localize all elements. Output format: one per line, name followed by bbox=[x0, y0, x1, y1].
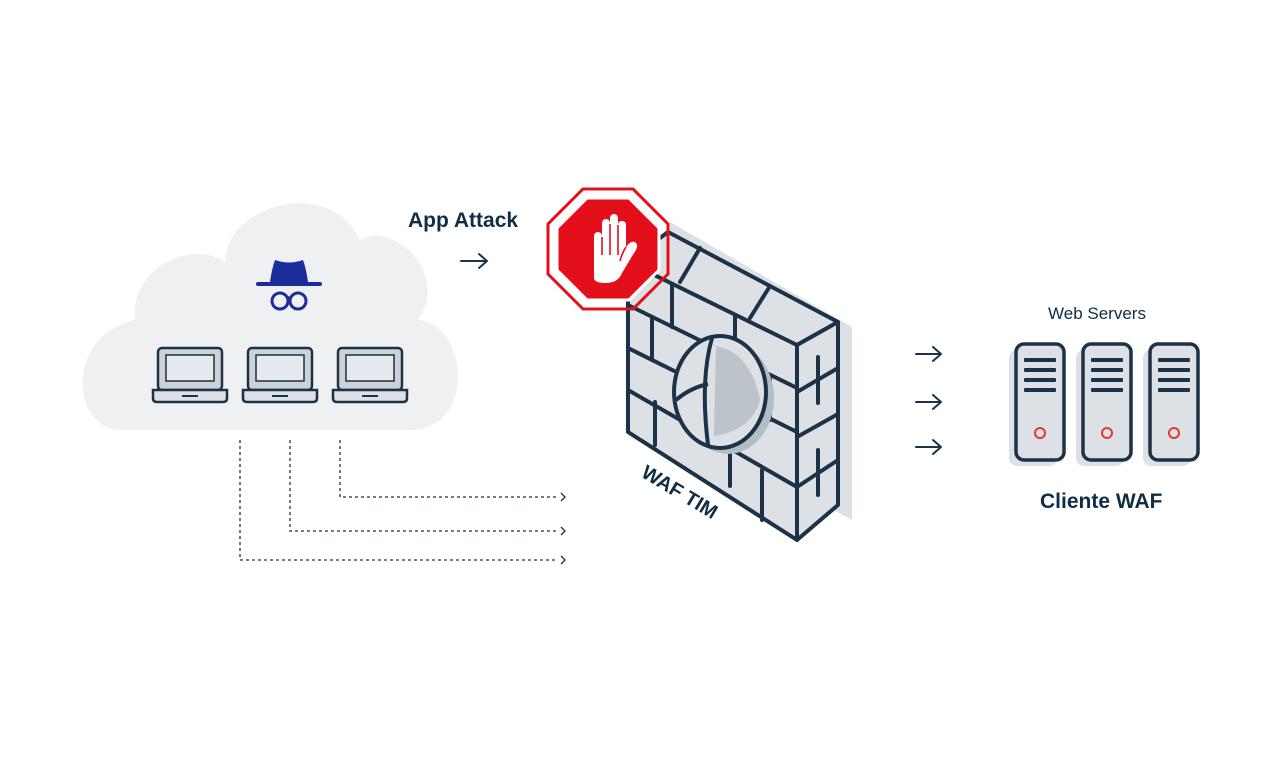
laptop-icon bbox=[331, 346, 409, 404]
server-icon bbox=[1076, 342, 1133, 466]
arrow-right-icon bbox=[915, 439, 942, 455]
firewall-wall-icon bbox=[626, 222, 852, 542]
incognito-hacker-icon bbox=[256, 260, 322, 311]
arrow-right-icon bbox=[460, 253, 488, 269]
arrow-right-icon bbox=[915, 394, 942, 410]
stop-hand-icon bbox=[546, 187, 670, 311]
arrow-right-icon bbox=[915, 346, 942, 362]
app-attack-label: App Attack bbox=[408, 209, 518, 232]
server-icon bbox=[1143, 342, 1200, 466]
web-servers-label: Web Servers bbox=[1048, 304, 1146, 323]
server-icon bbox=[1009, 342, 1066, 466]
dotted-traffic-lines bbox=[239, 440, 566, 565]
laptop-icon bbox=[151, 346, 229, 404]
cliente-waf-label: Cliente WAF bbox=[1040, 490, 1163, 513]
laptop-icon bbox=[241, 346, 319, 404]
